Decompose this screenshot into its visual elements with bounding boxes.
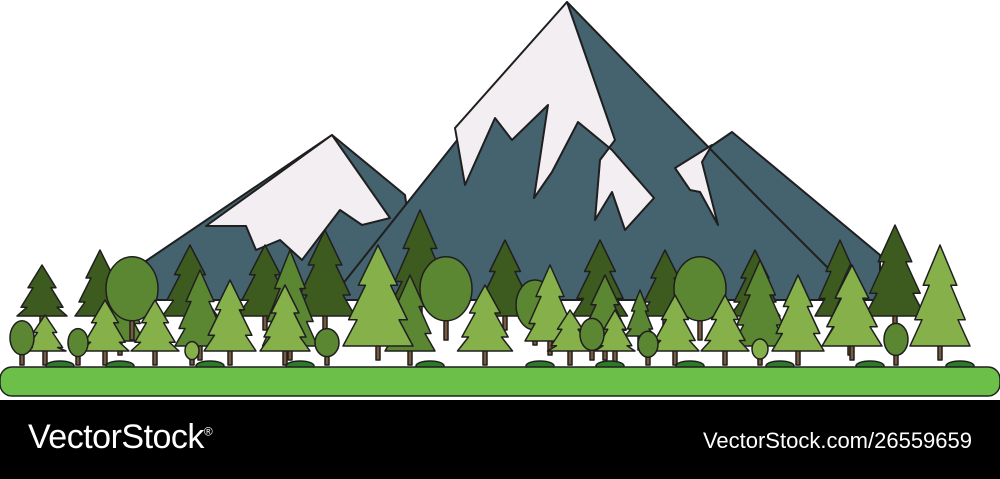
pine-tree-front [700, 294, 750, 366]
pine-tree-front [342, 244, 414, 361]
grass-ground [0, 366, 1000, 397]
round-tree [883, 322, 909, 366]
round-tree [673, 256, 727, 341]
round-tree [314, 327, 340, 366]
pine-tree-front [23, 314, 67, 366]
pine-tree-front [821, 264, 883, 361]
snow-cap-left [205, 134, 391, 261]
pine-tree-front [80, 299, 130, 366]
mountain-forest-illustration [0, 1, 1000, 397]
round-tree [9, 320, 35, 366]
round-tree [184, 340, 200, 366]
snow-cap-right [674, 144, 719, 226]
registered-mark: ® [203, 424, 213, 439]
snow-cap-main [454, 1, 655, 231]
pine-tree-front [456, 284, 514, 366]
watermark-footer: VectorStock® VectorStock.com/26559659 [0, 400, 1000, 479]
round-tree [105, 256, 159, 341]
pine-tree-front [203, 279, 257, 366]
pine-tree-front [771, 274, 825, 366]
pine-tree-front [130, 299, 180, 366]
brand-text: VectorStock [28, 418, 204, 456]
vectorstock-logo: VectorStock® [28, 418, 213, 457]
round-tree [579, 317, 605, 361]
pine-tree-front [650, 294, 700, 366]
round-tree [67, 327, 89, 366]
round-tree [419, 256, 473, 341]
pine-tree-front [594, 309, 636, 366]
pine-tree-back [864, 224, 926, 331]
image-id: VectorStock.com/26559659 [702, 428, 972, 453]
round-tree [751, 338, 769, 366]
front-forest [9, 244, 975, 372]
round-tree [637, 330, 659, 366]
pine-tree-front [259, 284, 311, 366]
pine-tree-front [909, 244, 971, 361]
